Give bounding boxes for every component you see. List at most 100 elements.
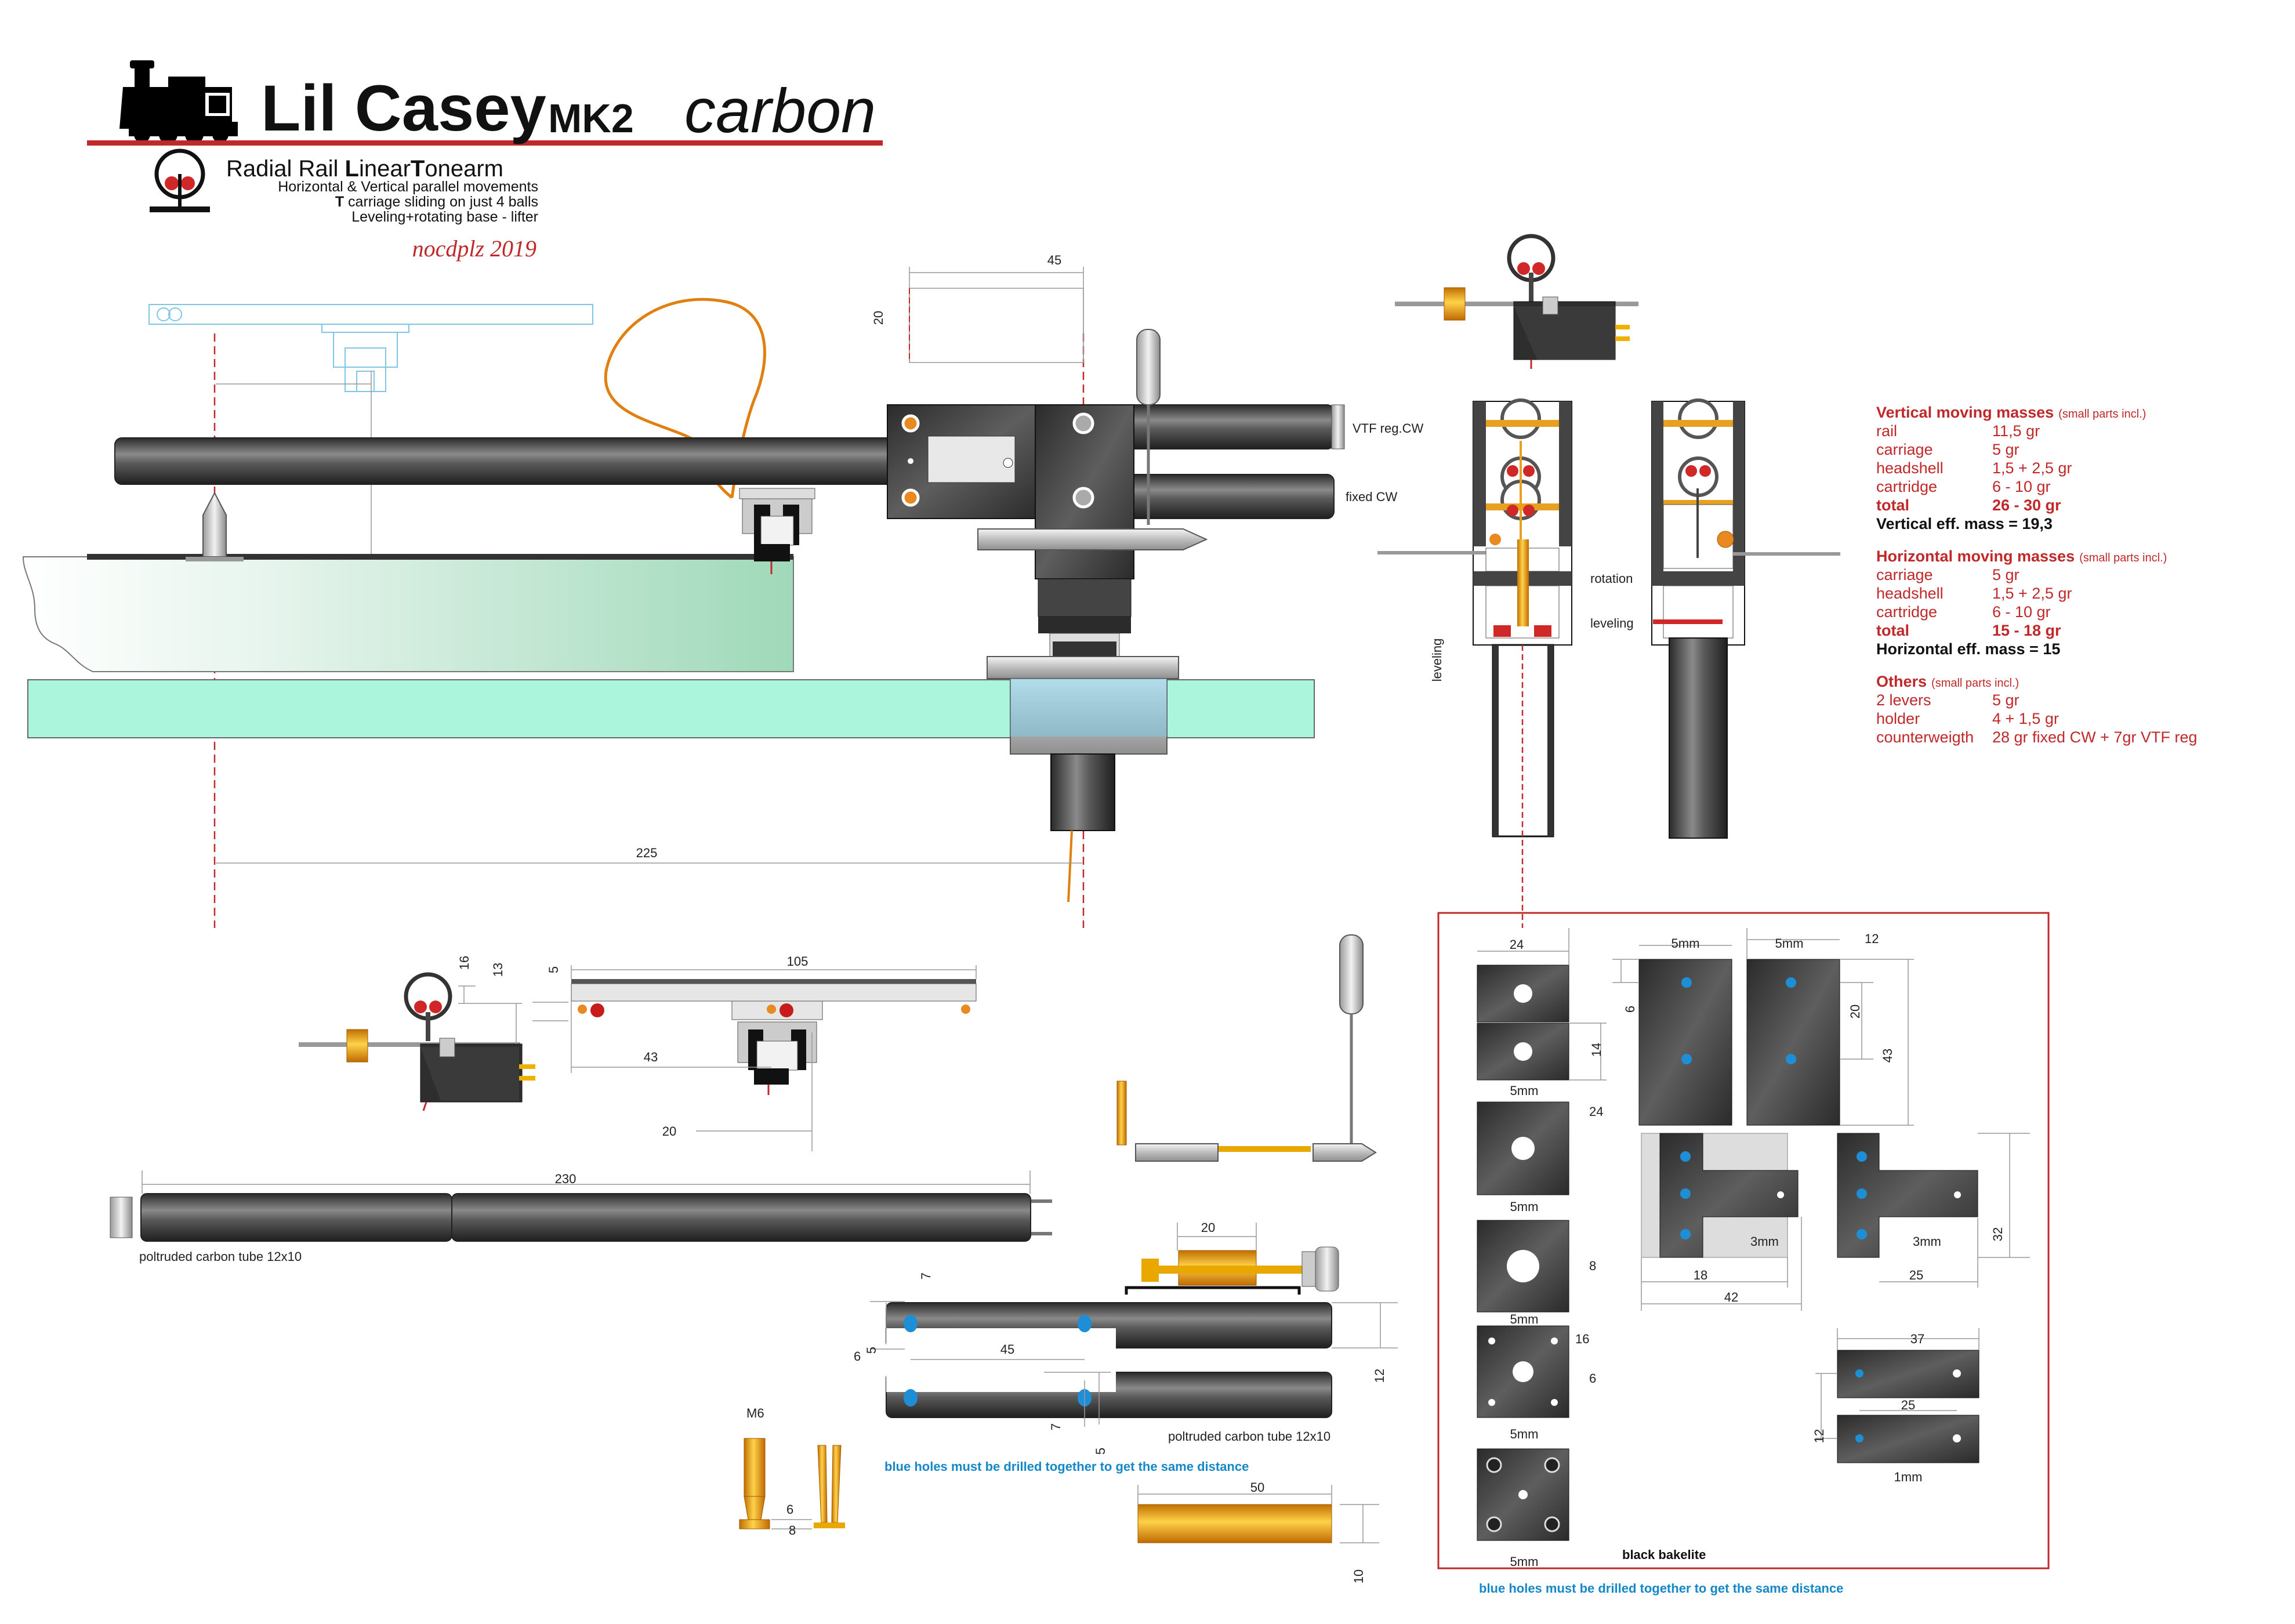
bk-dim-3mm: 3mm: [1913, 1234, 1941, 1249]
vm-total-label: total: [1876, 496, 1909, 514]
headshell-top-view: [1395, 234, 1638, 369]
hm-effective-mass: Horizontal eff. mass = 15: [1876, 640, 2060, 658]
others-row-name: counterweigth: [1876, 728, 1974, 746]
front-view-right: [1651, 398, 1840, 839]
carriage-tubes-detail: 7 45 6 5 12 7 5 poltruded carbon tube 12…: [854, 1273, 1398, 1474]
subtitle: Radial Rail LinearTonearm: [226, 156, 503, 182]
headshell-detail: 16 13 5 105 43 20: [299, 954, 977, 1151]
bk-dim-20: 20: [1848, 1005, 1862, 1018]
spindle: [202, 491, 227, 557]
dim-225: 225: [636, 846, 658, 860]
label-rotation: rotation: [1590, 571, 1633, 586]
title-material: carbon: [684, 75, 876, 146]
dim-10: 10: [1351, 1569, 1366, 1583]
bakelite-parts-box: 24 5mm 5mm 12 6 20 14 43 5mm 24 5mm 3mm …: [1437, 912, 2050, 1569]
dim-12-tubes: 12: [1372, 1369, 1387, 1383]
dim-45-tubes: 45: [1000, 1342, 1014, 1357]
main-side-view: 45 20 225 VTF reg.CW fixed CW: [22, 253, 1423, 928]
bk-dim-24b: 24: [1589, 1104, 1603, 1119]
dim-7-top: 7: [919, 1273, 933, 1279]
others-row-value: 28 gr fixed CW + 7gr VTF reg: [1992, 728, 2197, 746]
vm-total-value: 26 - 30 gr: [1992, 496, 2061, 514]
bk-dim-5mm: 5mm: [1775, 936, 1804, 951]
dim-8-screw: 8: [789, 1523, 796, 1538]
vm-row-name: rail: [1876, 422, 1897, 440]
header: Lil Casey MK2 carbon Radial Rail LinearT…: [87, 60, 883, 262]
label-leveling: leveling: [1590, 616, 1634, 630]
headshell-outline-top: [148, 304, 593, 392]
label-leveling-vertical: leveling: [1430, 639, 1444, 682]
bk-dim-3mm: 3mm: [1750, 1234, 1779, 1249]
hm-row-value: 5 gr: [1992, 566, 2020, 583]
bk-dim-14: 14: [1589, 1043, 1604, 1057]
brass-weight: 50 10: [1137, 1480, 1379, 1583]
vm-row-name: headshell: [1876, 459, 1944, 477]
bk-dim-37: 37: [1910, 1332, 1924, 1346]
vm-row-value: 5 gr: [1992, 441, 2020, 458]
vm-row-value: 1,5 + 2,5 gr: [1992, 459, 2072, 477]
bk-dim-18: 18: [1694, 1268, 1707, 1282]
title-model: MK2: [548, 96, 634, 141]
dim-50: 50: [1250, 1480, 1264, 1495]
dim-20-holder: 20: [1201, 1220, 1215, 1235]
bakelite-material-label: black bakelite: [1622, 1547, 1706, 1562]
vm-row-name: carriage: [1876, 441, 1933, 458]
label-fixed-cw: fixed CW: [1346, 490, 1397, 504]
dim-45: 45: [1047, 253, 1061, 267]
hm-row-value: 6 - 10 gr: [1992, 603, 2051, 621]
bk-dim-24a: 24: [1510, 937, 1524, 952]
bk-dim-5mm: 5mm: [1510, 1554, 1539, 1569]
drill-note-bakelite: blue holes must be drilled together to g…: [1479, 1581, 1843, 1596]
cartridge-side: [739, 488, 815, 574]
others-row-name: 2 levers: [1876, 691, 1931, 709]
others-row-value: 5 gr: [1992, 691, 2020, 709]
bk-dim-12b: 12: [1812, 1429, 1826, 1443]
others-row-value: 4 + 1,5 gr: [1992, 710, 2059, 727]
vm-row-value: 11,5 gr: [1992, 422, 2040, 440]
dim-6: 6: [854, 1349, 861, 1364]
bk-dim-5mm: 5mm: [1510, 1083, 1539, 1098]
bk-dim-32: 32: [1991, 1227, 2005, 1241]
bk-dim-42: 42: [1724, 1290, 1738, 1304]
bk-dim-5mm: 5mm: [1510, 1427, 1539, 1441]
vm-effective-mass: Vertical eff. mass = 19,3: [1876, 515, 2053, 532]
bk-dim-8: 8: [1589, 1259, 1596, 1273]
hm-total-label: total: [1876, 622, 1909, 639]
bk-dim-1mm: 1mm: [1894, 1470, 1923, 1484]
hm-row-name: cartridge: [1876, 603, 1937, 621]
others-heading: Others(small parts incl.): [1876, 673, 2019, 690]
hm-row-name: carriage: [1876, 566, 1933, 583]
dim-16: 16: [457, 956, 472, 970]
radial-rail-logo-icon: [150, 148, 210, 212]
dim-5: 5: [546, 966, 561, 973]
lifter-lever-detail: [1116, 934, 1377, 1162]
tonearm-base: [987, 578, 1179, 902]
m6-screw: M6 6 8: [739, 1406, 845, 1538]
lifter-lever: [977, 329, 1208, 550]
dim-5-tubes: 5: [864, 1347, 879, 1354]
bk-dim-43: 43: [1880, 1049, 1895, 1063]
title-main: Lil Casey: [261, 72, 546, 144]
horizontal-masses-heading: Horizontal moving masses(small parts inc…: [1876, 548, 2167, 565]
rail-tube-detail: 230 poltruded carbon tube 12x10: [110, 1170, 1052, 1264]
hm-row-value: 1,5 + 2,5 gr: [1992, 585, 2072, 602]
carriage-block: [887, 404, 1134, 579]
dim-6-screw: 6: [786, 1502, 793, 1517]
label-vtf-reg: VTF reg.CW: [1353, 421, 1423, 436]
dim-7-bottom: 7: [1049, 1423, 1063, 1430]
bk-dim-6: 6: [1623, 1006, 1637, 1013]
bk-dim-12: 12: [1865, 931, 1879, 946]
signature: nocdplz 2019: [412, 235, 536, 262]
bk-dim-5mm: 5mm: [1510, 1312, 1539, 1326]
feature-line-2: T carriage sliding on just 4 balls: [335, 194, 538, 210]
hm-total-value: 15 - 18 gr: [1992, 622, 2061, 639]
record-platter: [22, 556, 794, 672]
bk-dim-16: 16: [1575, 1332, 1589, 1346]
bk-dim-25: 25: [1901, 1398, 1915, 1412]
bk-dim-5mm: 5mm: [1672, 936, 1700, 951]
others-row-name: holder: [1876, 710, 1920, 727]
dim-20-detail: 20: [662, 1124, 676, 1139]
dim-105: 105: [787, 954, 808, 969]
rail-tube-caption: poltruded carbon tube 12x10: [139, 1249, 302, 1264]
